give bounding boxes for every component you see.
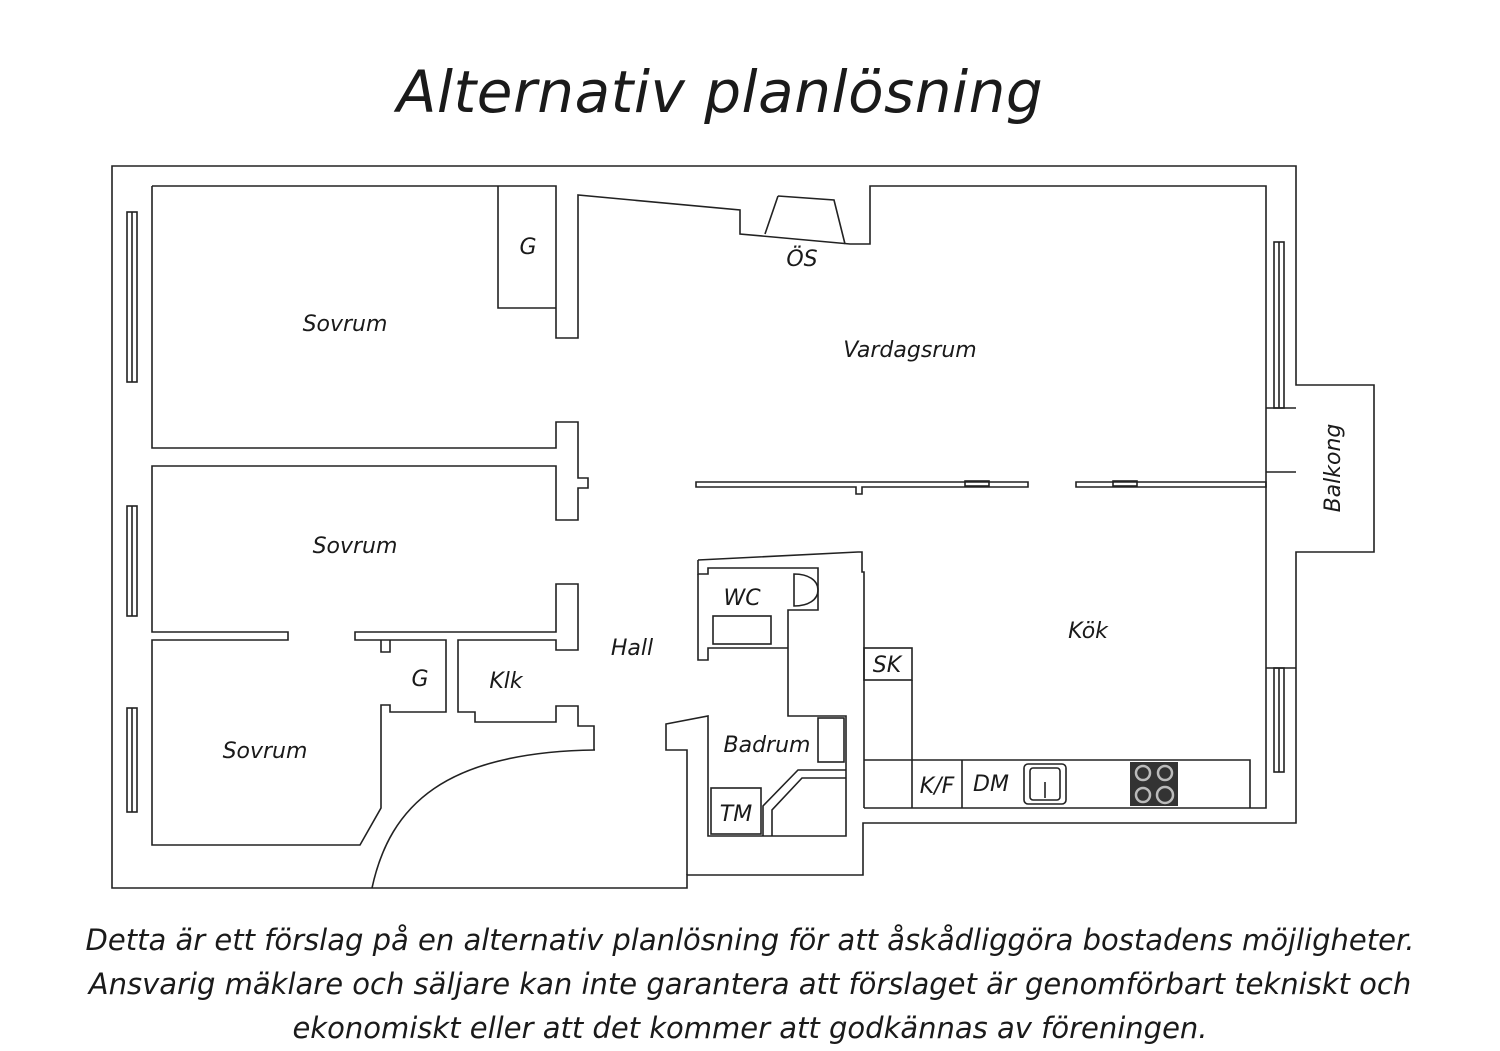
window-left-middle [126, 505, 138, 617]
label-sovrum-bottom: Sovrum [223, 739, 308, 764]
label-dm: DM [973, 772, 1009, 797]
label-os: ÖS [786, 246, 817, 272]
bath-shower [762, 769, 846, 836]
label-sovrum-top: Sovrum [303, 312, 388, 337]
wc-sink [712, 615, 772, 645]
label-sk: SK [873, 653, 903, 678]
label-klk: Klk [489, 669, 524, 694]
window-left-bottom [126, 707, 138, 813]
window-right-top [1273, 241, 1285, 409]
label-g-top: G [519, 235, 536, 260]
bath-shower-inner [771, 777, 846, 836]
entrance-curve [371, 749, 596, 889]
plan-title: Alternativ planlösning [396, 58, 1044, 126]
sliding-wall-left [695, 481, 1029, 495]
window-left-top [126, 211, 138, 383]
window-right-bottom [1273, 667, 1285, 773]
sliding-door-marker-1 [964, 480, 990, 487]
closet-g-bottom [380, 640, 391, 653]
wc-walls [665, 551, 865, 875]
closet-g-top [497, 186, 556, 309]
fireplace [764, 195, 846, 245]
label-hall: Hall [611, 636, 653, 661]
label-sovrum-middle: Sovrum [313, 534, 398, 559]
label-g-bottom: G [411, 667, 428, 692]
left-wall-inner [151, 186, 595, 846]
kitchen-sink [1023, 763, 1067, 805]
disclaimer-line-1: Detta är ett förslag på en alternativ pl… [85, 923, 1415, 957]
label-kf: K/F [920, 774, 955, 799]
outer-wall-outline [111, 165, 1375, 889]
label-kok: Kök [1068, 619, 1109, 644]
disclaimer-line-2: Ansvarig mäklare och säljare kan inte ga… [88, 967, 1412, 1001]
sk-cabinet [863, 647, 913, 681]
sliding-wall-right [1075, 481, 1267, 488]
wc-lower-wall [697, 574, 788, 661]
kitchen-counter [864, 759, 1251, 808]
label-vardagsrum: Vardagsrum [843, 338, 976, 363]
inner-wall-outline [152, 185, 1267, 809]
sliding-door-marker-2 [1112, 480, 1138, 487]
label-balkong: Balkong [1321, 424, 1346, 513]
label-tm: TM [720, 802, 752, 827]
wc-toilet [793, 573, 819, 607]
disclaimer: Detta är ett förslag på en alternativ pl… [20, 918, 1480, 1050]
stove [1130, 762, 1178, 806]
bath-sink [817, 717, 845, 763]
disclaimer-line-3: ekonomiskt eller att det kommer att godk… [292, 1011, 1208, 1045]
tm-cabinet [710, 787, 762, 835]
label-wc: WC [723, 586, 761, 611]
label-badrum: Badrum [724, 733, 811, 758]
